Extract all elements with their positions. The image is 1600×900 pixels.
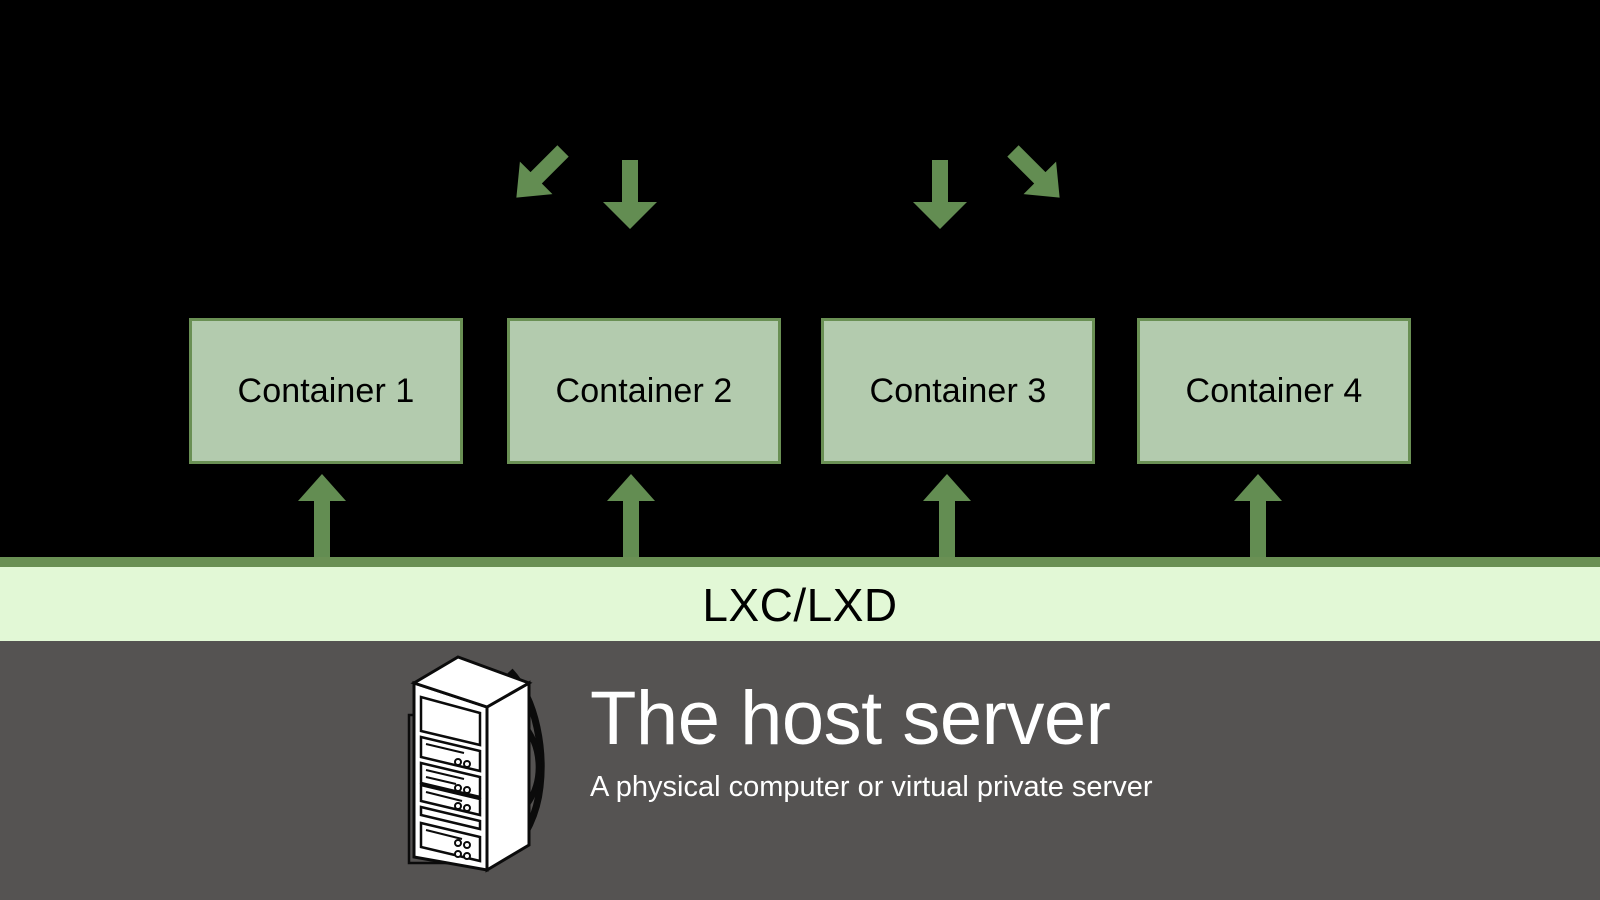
host-server-title: The host server bbox=[590, 676, 1111, 761]
container-label-3: Container 3 bbox=[869, 372, 1047, 410]
arrow-down-2-icon bbox=[911, 160, 969, 230]
host-server-layer[interactable]: The host server A physical computer or v… bbox=[0, 641, 1600, 900]
arrow-down-right-icon bbox=[1003, 141, 1071, 209]
container-label-2: Container 2 bbox=[555, 372, 733, 410]
lxc-lxd-layer[interactable]: LXC/LXD bbox=[0, 557, 1600, 641]
container-box-2[interactable]: Container 2 bbox=[507, 318, 781, 464]
containers-region bbox=[0, 0, 1600, 557]
arrow-down-1-icon bbox=[601, 160, 659, 230]
arrow-down-left-icon bbox=[505, 141, 573, 209]
container-label-4: Container 4 bbox=[1185, 372, 1363, 410]
arrow-up-2-icon bbox=[606, 474, 656, 558]
server-rack-icon bbox=[392, 645, 562, 873]
host-server-text-block: The host server A physical computer or v… bbox=[590, 681, 1490, 802]
container-box-4[interactable]: Container 4 bbox=[1137, 318, 1411, 464]
container-box-1[interactable]: Container 1 bbox=[189, 318, 463, 464]
container-box-3[interactable]: Container 3 bbox=[821, 318, 1095, 464]
host-server-subtitle: A physical computer or virtual private s… bbox=[590, 771, 1153, 803]
arrow-up-1-icon bbox=[297, 474, 347, 558]
arrow-up-3-icon bbox=[922, 474, 972, 558]
container-label-1: Container 1 bbox=[237, 372, 415, 410]
lxc-lxd-label: LXC/LXD bbox=[702, 579, 898, 631]
arrow-up-4-icon bbox=[1233, 474, 1283, 558]
